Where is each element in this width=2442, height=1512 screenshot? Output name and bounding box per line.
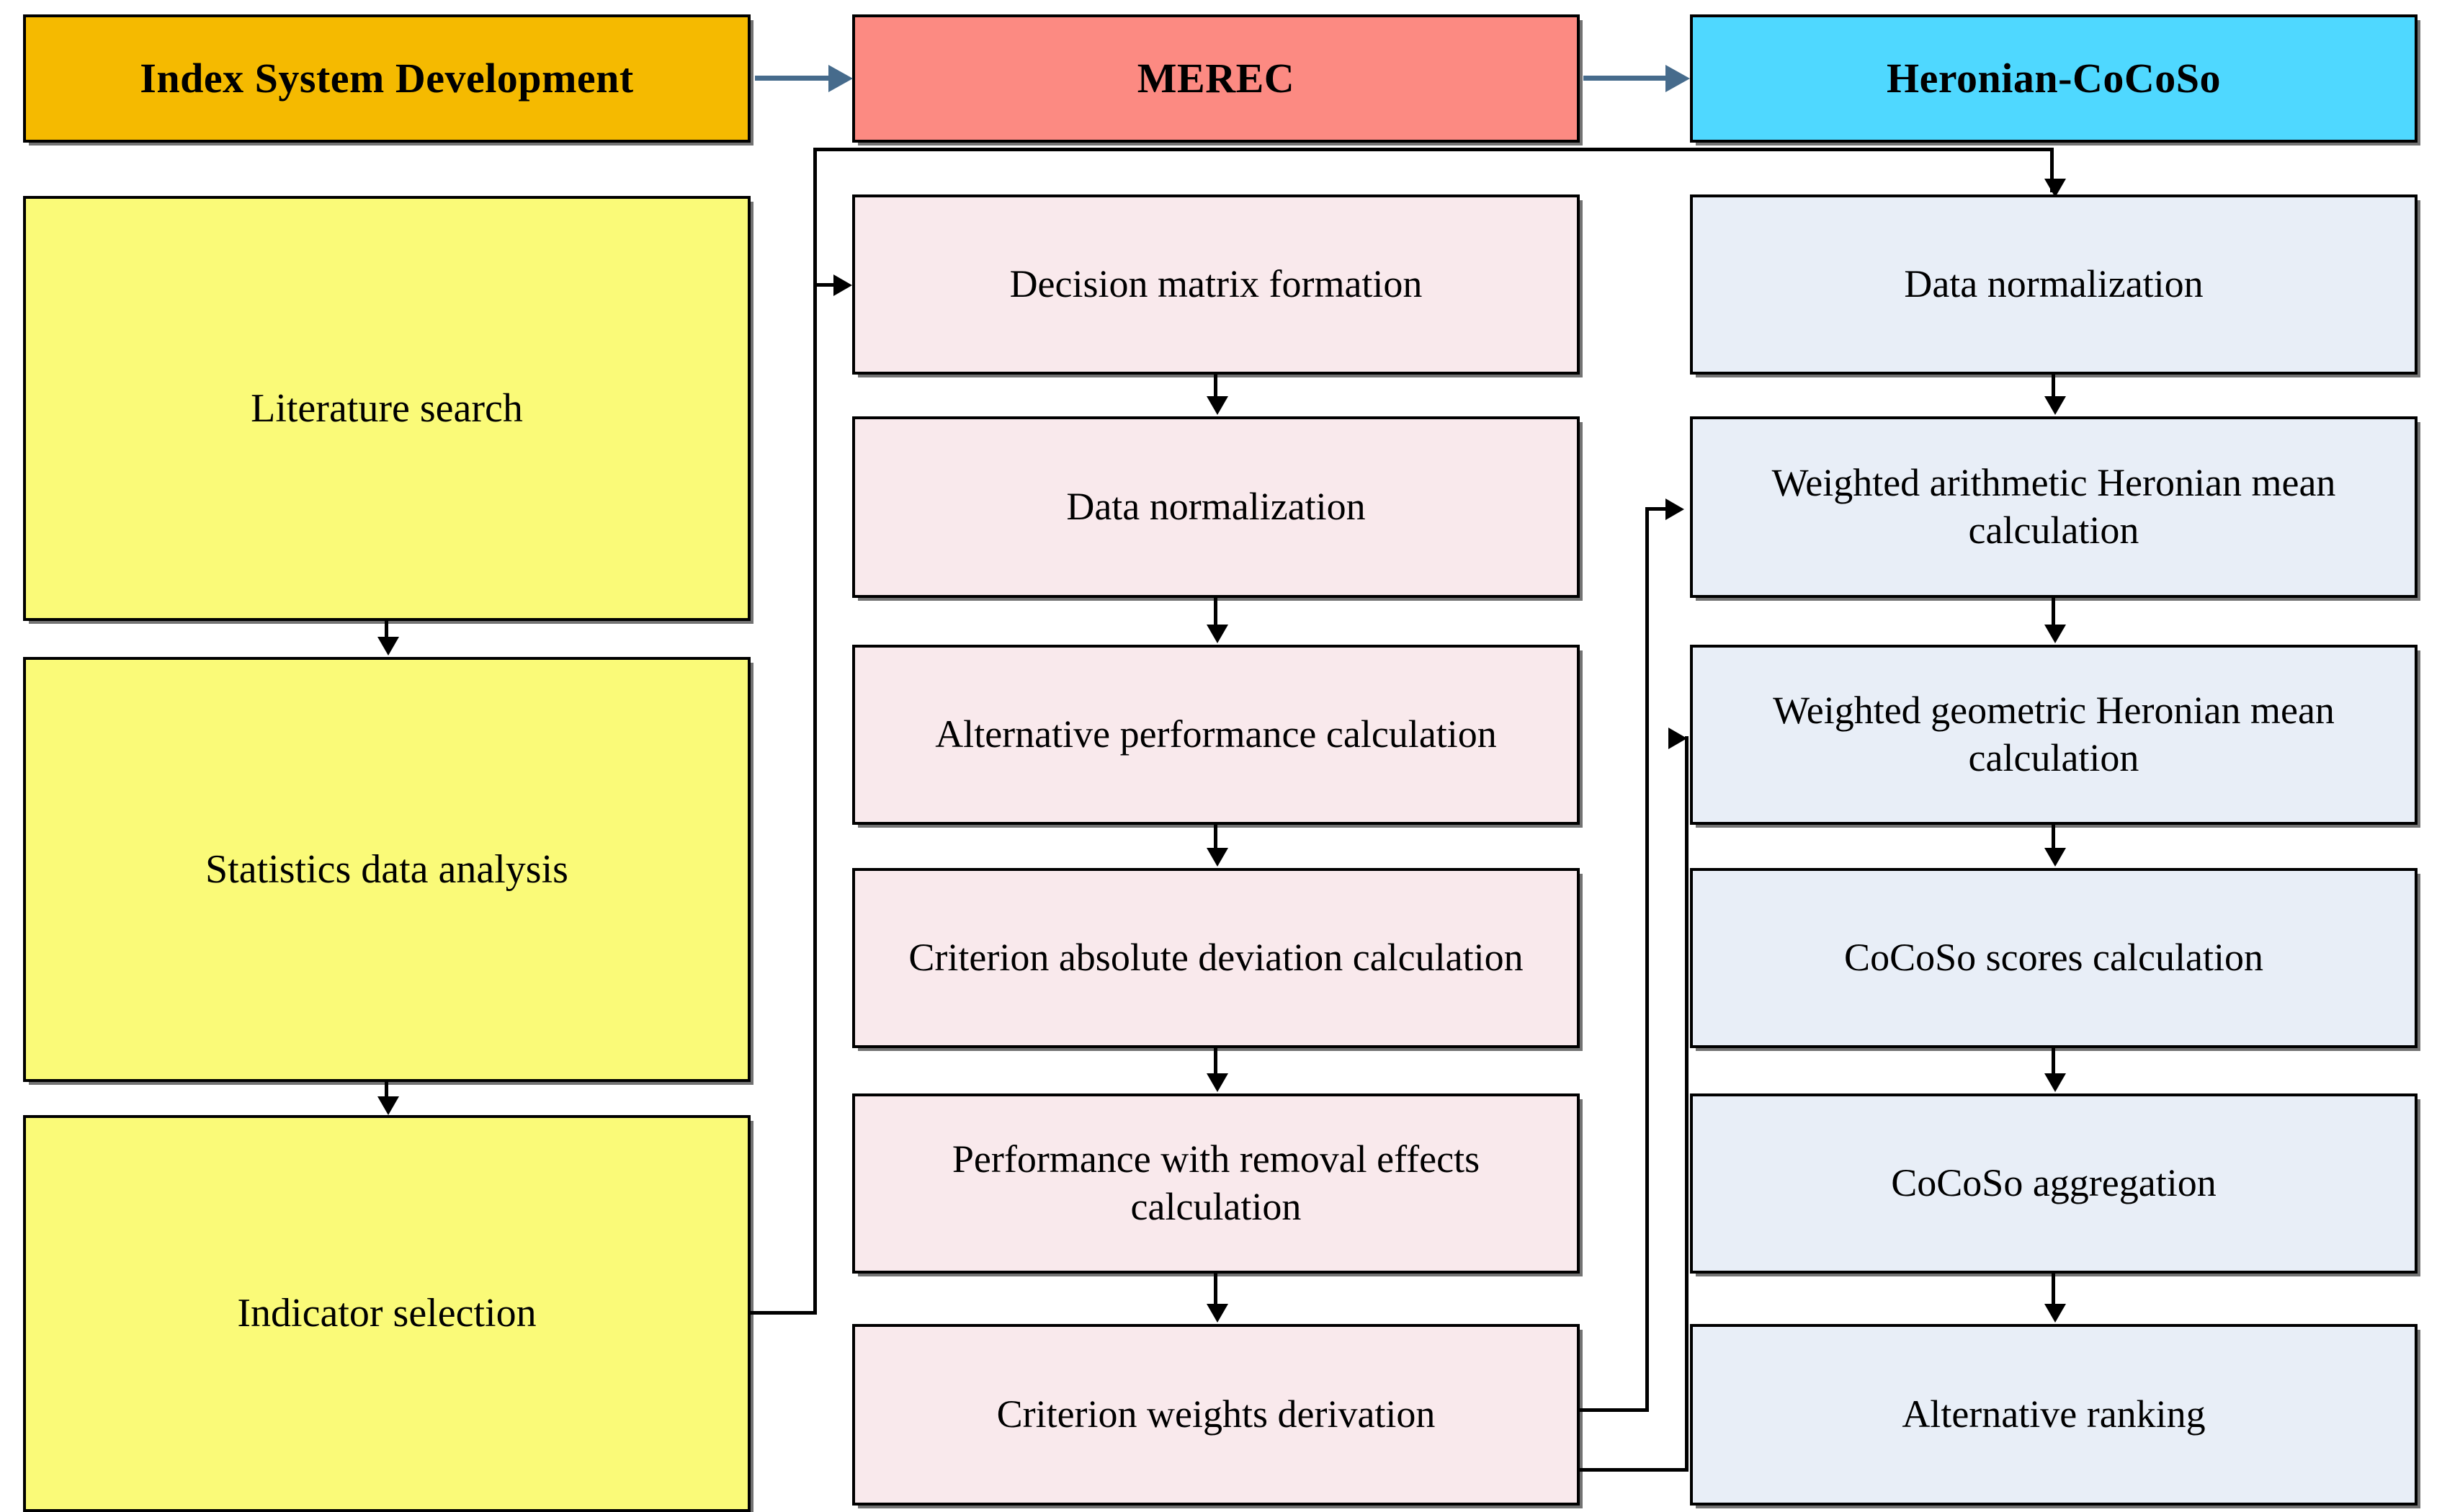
connector-cocoso-2-3-arrow — [2044, 625, 2066, 643]
step-statistics-data-analysis[interactable]: Statistics data analysis — [23, 657, 751, 1082]
step-label: Statistics data analysis — [205, 846, 568, 892]
step-label: Weighted geometric Heronian mean calcula… — [1773, 689, 2335, 779]
connector-merec-5-6-arrow — [1207, 1304, 1228, 1323]
step-label: CoCoSo aggregation — [1891, 1161, 2217, 1205]
connector-cocoso-3-4-arrow — [2044, 848, 2066, 867]
connector-statistics-to-indicator-arrow — [377, 1096, 399, 1115]
step-label: Data normalization — [1066, 485, 1366, 529]
connector-indicator-to-decision-seg-h-top — [813, 283, 839, 287]
connector-cocoso-3-4-line — [2052, 825, 2055, 849]
connector-cocoso-1-2-line — [2052, 375, 2055, 398]
connector-weights-to-arithmetic-seg-v — [1645, 507, 1649, 1411]
connector-cocoso-5-6-arrow — [2044, 1304, 2066, 1323]
connector-header-to-data-normalization-seg-v — [2050, 148, 2054, 192]
header-label: MEREC — [1137, 54, 1295, 102]
step-label: Performance with removal effects calcula… — [952, 1137, 1480, 1228]
step-label: Weighted arithmetic Heronian mean calcul… — [1771, 461, 2336, 552]
step-performance-with-removal-effects-calculation[interactable]: Performance with removal effects calcula… — [852, 1093, 1580, 1274]
header-index-system-development[interactable]: Index System Development — [23, 14, 751, 143]
step-cocoso-scores-calculation[interactable]: CoCoSo scores calculation — [1690, 868, 2418, 1048]
step-label: Criterion absolute deviation calculation — [908, 936, 1524, 980]
connector-cocoso-4-5-line — [2052, 1048, 2055, 1075]
step-alternative-performance-calculation[interactable]: Alternative performance calculation — [852, 645, 1580, 825]
connector-merec-3-4-arrow — [1207, 848, 1228, 867]
connector-weights-to-geometric-arrow — [1668, 728, 1687, 749]
connector-header-to-data-normalization-seg-h — [813, 148, 2054, 151]
step-alternative-ranking[interactable]: Alternative ranking — [1690, 1324, 2418, 1506]
header-merec[interactable]: MEREC — [852, 14, 1580, 143]
connector-merec-2-3-arrow — [1207, 625, 1228, 643]
connector-merec-1-2-arrow — [1207, 396, 1228, 415]
connector-merec-4-5-arrow — [1207, 1073, 1228, 1092]
connector-weights-to-arithmetic-seg-h-top — [1645, 507, 1671, 511]
header-label: Heronian-CoCoSo — [1886, 54, 2222, 102]
step-label: Decision matrix formation — [1009, 262, 1423, 306]
connector-weights-to-geometric-seg-h-bottom — [1578, 1468, 1689, 1472]
step-literature-search[interactable]: Literature search — [23, 196, 751, 621]
connector-weights-to-geometric-seg-v — [1685, 736, 1689, 1471]
step-criterion-absolute-deviation-calculation[interactable]: Criterion absolute deviation calculation — [852, 868, 1580, 1048]
step-label: Criterion weights derivation — [996, 1392, 1436, 1436]
header-label: Index System Development — [140, 54, 634, 102]
connector-merec-2-3-line — [1214, 598, 1217, 627]
connector-merec-5-6-line — [1214, 1274, 1217, 1305]
connector-header-orange-to-merec-line — [755, 76, 836, 81]
connector-header-merec-to-cocoso-arrow — [1665, 65, 1690, 92]
step-decision-matrix-formation[interactable]: Decision matrix formation — [852, 194, 1580, 375]
connector-merec-3-4-line — [1214, 825, 1217, 849]
step-weighted-arithmetic-heronian-mean-calculation[interactable]: Weighted arithmetic Heronian mean calcul… — [1690, 416, 2418, 598]
connector-literature-to-statistics-line — [385, 621, 388, 638]
step-weighted-geometric-heronian-mean-calculation[interactable]: Weighted geometric Heronian mean calcula… — [1690, 645, 2418, 825]
connector-header-to-data-normalization-arrow — [2044, 179, 2066, 197]
header-heronian-cocoso[interactable]: Heronian-CoCoSo — [1690, 14, 2418, 143]
step-criterion-weights-derivation[interactable]: Criterion weights derivation — [852, 1324, 1580, 1506]
step-label: CoCoSo scores calculation — [1844, 936, 2263, 980]
connector-literature-to-statistics-arrow — [377, 637, 399, 656]
step-label: Alternative performance calculation — [935, 712, 1497, 756]
connector-indicator-to-decision-arrow — [833, 274, 852, 296]
connector-indicator-to-decision-seg-h-bottom — [751, 1311, 817, 1315]
step-cocoso-aggregation[interactable]: CoCoSo aggregation — [1690, 1093, 2418, 1274]
connector-weights-to-arithmetic-arrow — [1665, 498, 1684, 520]
connector-cocoso-5-6-line — [2052, 1274, 2055, 1305]
connector-cocoso-2-3-line — [2052, 598, 2055, 627]
connector-header-orange-to-merec-arrow — [828, 65, 853, 92]
connector-merec-4-5-line — [1214, 1048, 1217, 1075]
step-label: Literature search — [251, 385, 523, 431]
step-data-normalization-cocoso[interactable]: Data normalization — [1690, 194, 2418, 375]
connector-cocoso-1-2-arrow — [2044, 396, 2066, 415]
connector-statistics-to-indicator-line — [385, 1082, 388, 1098]
step-label: Indicator selection — [237, 1291, 537, 1336]
step-label: Alternative ranking — [1902, 1392, 2206, 1436]
connector-weights-to-arithmetic-seg-h-bottom — [1578, 1408, 1649, 1412]
connector-header-merec-to-cocoso-line — [1583, 76, 1667, 81]
step-data-normalization-merec[interactable]: Data normalization — [852, 416, 1580, 598]
connector-indicator-to-decision-seg-v — [813, 148, 817, 1315]
step-label: Data normalization — [1904, 262, 2204, 306]
connector-cocoso-4-5-arrow — [2044, 1073, 2066, 1092]
step-indicator-selection[interactable]: Indicator selection — [23, 1115, 751, 1512]
connector-merec-1-2-line — [1214, 375, 1217, 398]
